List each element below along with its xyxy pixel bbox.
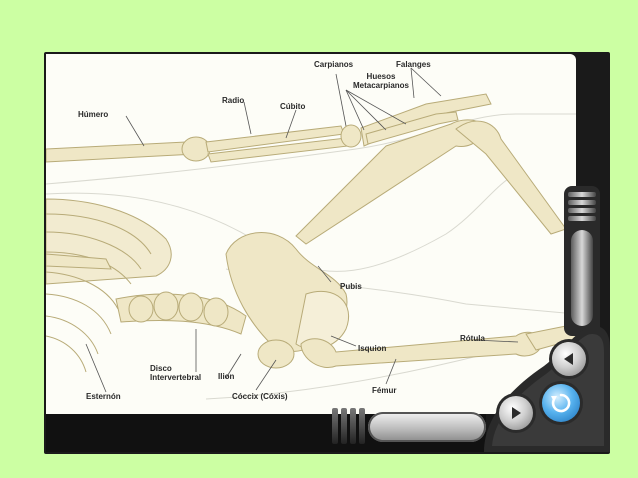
- label-isquion: Isquion: [358, 344, 387, 353]
- next-button[interactable]: [499, 396, 533, 430]
- label-huesos-metacarpianos: Huesos Metacarpianos: [352, 72, 410, 90]
- label-falanges: Falanges: [396, 60, 431, 69]
- label-pubis: Pubis: [340, 282, 362, 291]
- triangle-left-icon: [564, 353, 573, 365]
- replay-icon: [551, 393, 571, 413]
- label-rotula: Rótula: [460, 334, 485, 343]
- label-femur: Fémur: [372, 386, 397, 395]
- label-cubito: Cúbito: [280, 102, 306, 111]
- label-radio: Radio: [222, 96, 245, 105]
- skeleton-illustration-panel: Húmero Radio Cúbito Carpianos Huesos Met…: [46, 54, 576, 414]
- replay-button[interactable]: [542, 384, 580, 422]
- label-ilion: Ilion: [218, 372, 235, 381]
- label-carpianos: Carpianos: [314, 60, 354, 69]
- grip-rib: [359, 408, 365, 444]
- skeleton-illustration: [46, 67, 576, 400]
- grip-rib: [350, 408, 356, 444]
- side-control-rail: [564, 186, 600, 336]
- progress-slider-track[interactable]: [368, 412, 486, 442]
- label-disco-intervertebral: Disco Intervertebral: [150, 364, 202, 382]
- triangle-right-icon: [512, 407, 521, 419]
- back-button[interactable]: [552, 342, 586, 376]
- label-humero: Húmero: [78, 110, 109, 119]
- label-esternon: Esternón: [86, 392, 121, 401]
- grip-rib: [332, 408, 338, 444]
- label-coccix: Cóccix (Cóxis): [232, 392, 288, 401]
- grip-rib: [341, 408, 347, 444]
